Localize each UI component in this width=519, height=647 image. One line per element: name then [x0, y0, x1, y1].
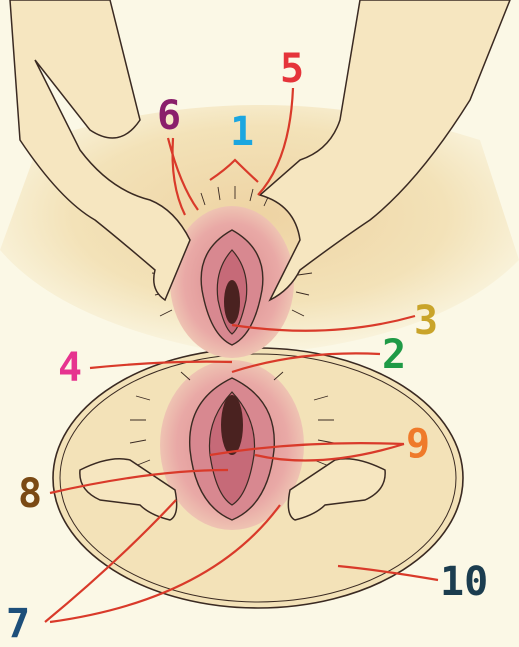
label-1: 1 — [230, 112, 254, 152]
label-8: 8 — [18, 474, 42, 514]
label-7: 7 — [6, 604, 30, 644]
label-5: 5 — [280, 49, 304, 89]
label-2: 2 — [382, 335, 406, 375]
lower-opening — [221, 395, 243, 455]
upper-opening — [224, 280, 240, 324]
label-4: 4 — [58, 348, 82, 388]
label-3: 3 — [414, 301, 438, 341]
label-10: 10 — [440, 562, 488, 602]
label-6: 6 — [157, 96, 181, 136]
label-9: 9 — [406, 424, 430, 464]
